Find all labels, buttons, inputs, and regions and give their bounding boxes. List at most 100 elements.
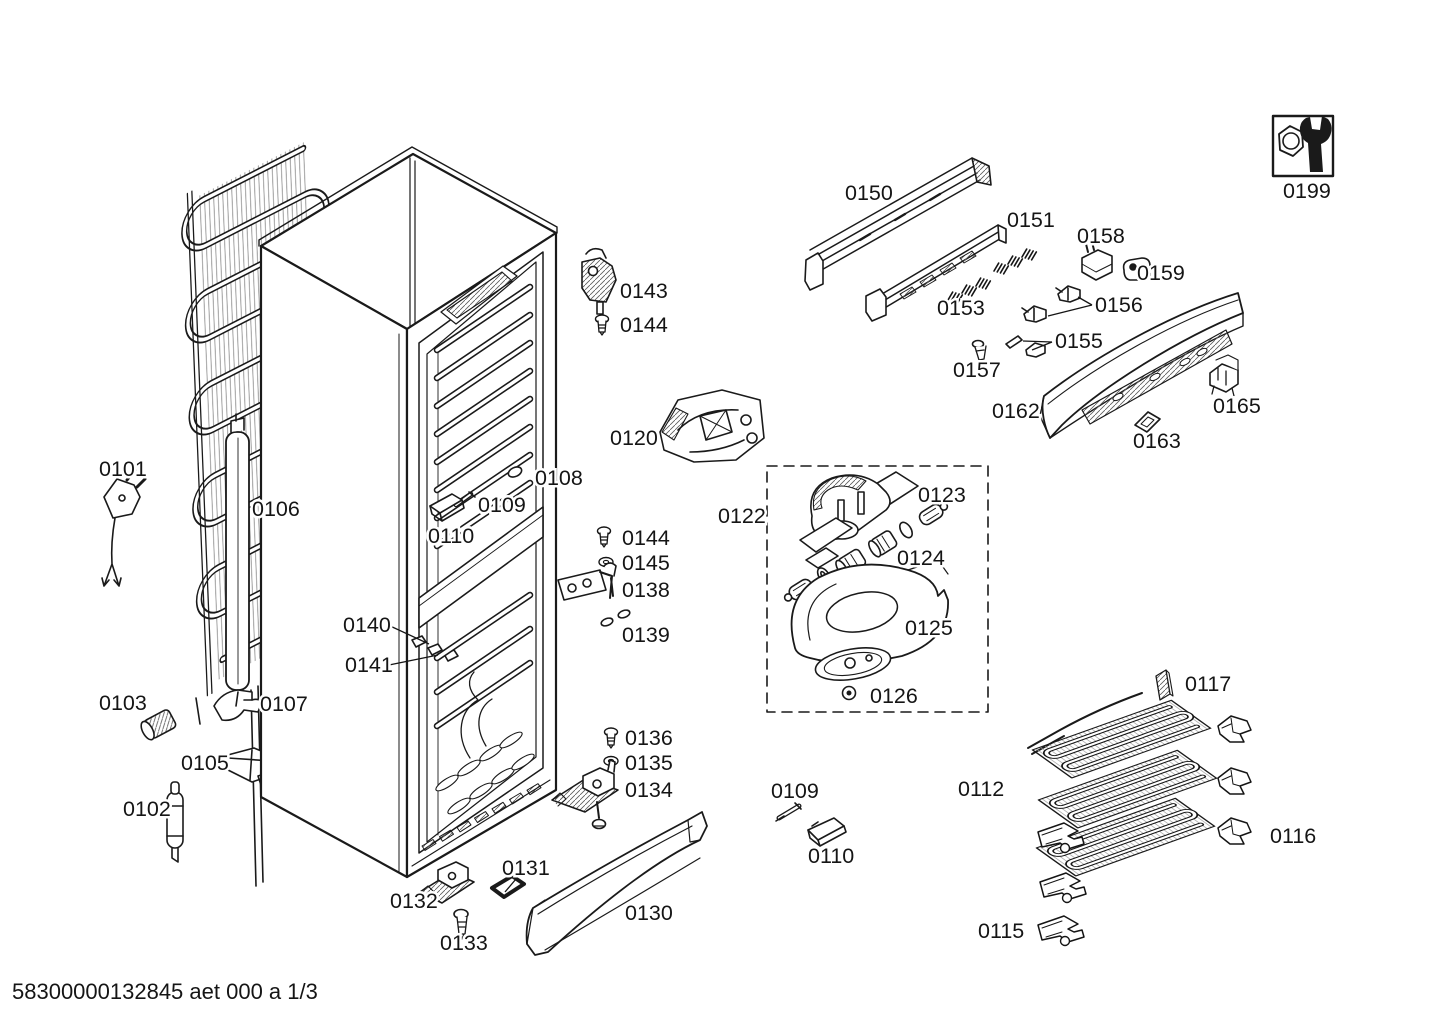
part-label-0139: 0139 [622, 623, 670, 647]
top-hinge-0143 [581, 247, 617, 315]
shelf-ribs-lower [433, 591, 534, 730]
hinge-bracket-0138 [557, 562, 617, 601]
part-label-0155: 0155 [1055, 329, 1103, 353]
part-label-0151: 0151 [1007, 208, 1055, 232]
part-label-0112: 0112 [958, 777, 1004, 801]
clips-0156 [1021, 285, 1081, 323]
part-label-0106: 0106 [252, 497, 300, 521]
shelf-ribs-upper [433, 283, 534, 550]
part-label-0141: 0141 [345, 653, 393, 677]
service-tool-box [1271, 114, 1335, 178]
diffuser-0163 [1134, 411, 1161, 433]
part-label-0108: 0108 [535, 466, 583, 490]
clip-0116 [1217, 817, 1252, 845]
part-label-0122: 0122 [718, 504, 766, 528]
power-cord-plug [101, 468, 147, 587]
leader-line-0155 [1022, 340, 1053, 343]
screw-0133 [453, 908, 469, 940]
wrench-nut-icon [1278, 116, 1332, 172]
screw-0136 [603, 727, 619, 749]
screw-0157 [971, 339, 987, 361]
part-label-0132: 0132 [390, 889, 438, 913]
part-label-0144-right: 0144 [622, 526, 670, 550]
screw-0144-right [596, 526, 612, 548]
leader-lines-layer [387, 296, 1093, 893]
bushings-0139 [600, 609, 631, 627]
part-label-0125: 0125 [905, 616, 953, 640]
part-label-0145: 0145 [622, 551, 670, 575]
hinge-0134 [551, 759, 619, 830]
plinth-grille-0130 [525, 811, 708, 956]
part-label-0162: 0162 [992, 399, 1040, 423]
clip-0115 [1037, 915, 1085, 947]
part-label-0124: 0124 [897, 546, 945, 570]
part-label-0123: 0123 [918, 483, 966, 507]
switch-0158 [1081, 241, 1113, 281]
clip-0159 [1122, 257, 1151, 281]
fan-motor-housing [799, 471, 919, 569]
part-label-0102: 0102 [123, 797, 171, 821]
part-label-0130: 0130 [625, 901, 673, 925]
clip-0109-bottom [775, 802, 802, 822]
part-label-0133: 0133 [440, 931, 488, 955]
screw-0144-top [594, 314, 610, 336]
document-number: 58300000132845 aet 000 a 1/3 [12, 979, 318, 1004]
suction-tube [225, 413, 250, 691]
leader-line-0155 [1031, 341, 1053, 351]
floor-vents [435, 731, 535, 815]
part-label-0153: 0153 [937, 296, 985, 320]
mounting-rail-0150 [804, 157, 992, 291]
part-label-0115: 0115 [978, 919, 1024, 943]
fan-scroll-0125 [790, 559, 949, 664]
part-label-0156: 0156 [1095, 293, 1143, 317]
fan-bracket-0120 [659, 389, 765, 463]
part-label-0165: 0165 [1213, 394, 1261, 418]
foot-pad-0131 [490, 874, 526, 899]
part-label-0135: 0135 [625, 751, 673, 775]
grommet-0108 [507, 466, 523, 478]
leader-line-0156 [1047, 304, 1093, 317]
filter-dryer-0102 [166, 781, 184, 863]
assembly-group-box-0122 [766, 465, 989, 713]
part-label-0199: 0199 [1283, 179, 1331, 203]
part-label-0109-bottom: 0109 [771, 779, 819, 803]
clip-0109-mid [453, 491, 476, 508]
part-label-0101: 0101 [99, 457, 147, 481]
part-label-0131: 0131 [502, 856, 550, 880]
part-label-0140: 0140 [343, 613, 391, 637]
part-label-0150: 0150 [845, 181, 893, 205]
leader-line-0131 [504, 878, 517, 893]
clamp-0107 [213, 689, 263, 722]
part-label-0103: 0103 [99, 691, 147, 715]
impeller-0126 [814, 647, 892, 701]
fascia-panel-0162 [1039, 292, 1244, 439]
part-label-0120: 0120 [610, 426, 658, 450]
part-label-0134: 0134 [625, 778, 673, 802]
clip-0116 [1217, 715, 1252, 743]
part-label-0159: 0159 [1137, 261, 1185, 285]
evap-clip [1039, 872, 1087, 904]
part-label-0158: 0158 [1077, 224, 1125, 248]
part-label-0157: 0157 [953, 358, 1001, 382]
drain-channel [460, 671, 493, 759]
part-label-0116: 0116 [1270, 824, 1316, 848]
cover-0110-mid [429, 493, 465, 522]
part-label-0143: 0143 [620, 279, 668, 303]
leader-line-0156 [1077, 296, 1093, 306]
spacer-0103 [140, 709, 177, 741]
clip-0116 [1217, 767, 1252, 795]
part-label-0105: 0105 [181, 751, 229, 775]
part-label-0109-mid: 0109 [478, 493, 526, 517]
tag-0117 [1155, 669, 1174, 701]
part-label-0110-mid: 0110 [428, 524, 474, 548]
part-label-0144-top: 0144 [620, 313, 668, 337]
evaporator-0112 [1027, 692, 1217, 876]
control-rail-0151 [865, 224, 1007, 322]
part-label-0163: 0163 [1133, 429, 1181, 453]
part-label-0126: 0126 [870, 684, 918, 708]
base-vent-slots [411, 779, 551, 867]
part-label-0117: 0117 [1185, 672, 1231, 696]
lamp-cover-0165 [1209, 354, 1239, 397]
